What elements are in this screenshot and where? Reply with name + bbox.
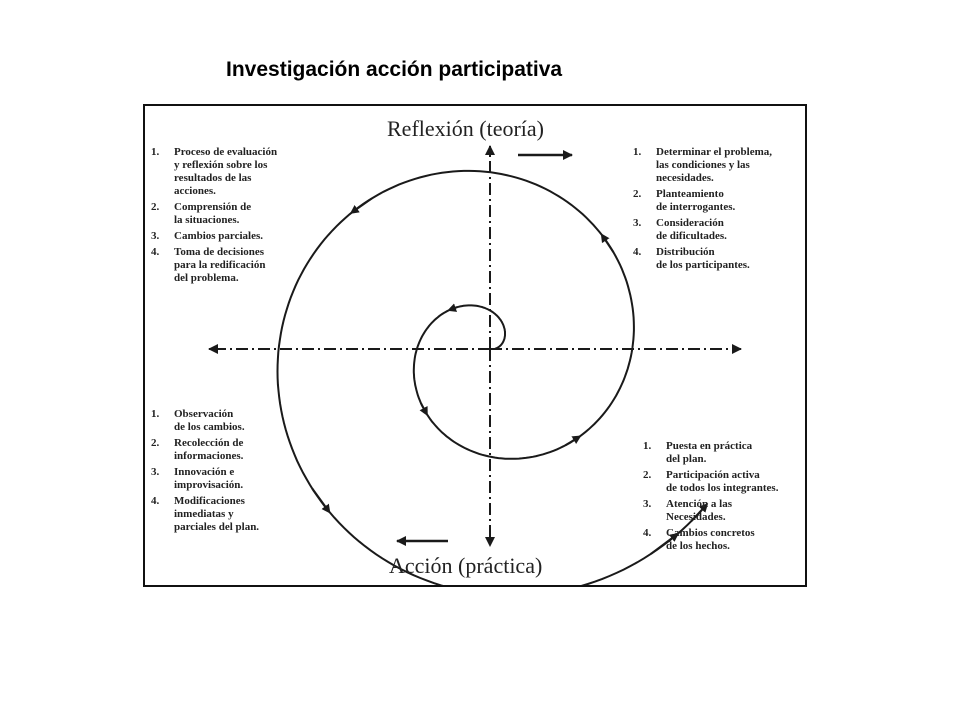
top-right-step-4: 4. Distribución de los participantes.: [633, 246, 808, 272]
step-number: 2.: [643, 469, 652, 481]
step-text: Atención a las Necesidades.: [666, 498, 732, 523]
spiral-arrowhead: [600, 233, 615, 253]
bottom-right-steps-list: 1. Puesta en práctica del plan. 2. Particip…: [643, 440, 808, 556]
step-text: Consideración de dificultades.: [656, 217, 727, 242]
spiral-arrowhead: [650, 532, 679, 555]
step-number: 2.: [151, 437, 160, 449]
step-number: 3.: [633, 217, 642, 229]
bottom-axis-label: Acción (práctica): [389, 553, 543, 578]
spiral-arrowhead: [564, 435, 582, 447]
step-number: 3.: [643, 498, 652, 510]
spiral-arrowhead: [311, 487, 331, 514]
step-text: Cambios concretos de los hechos.: [666, 527, 755, 552]
top-axis-label: Reflexión (teoría): [387, 116, 544, 141]
step-number: 4.: [151, 246, 160, 258]
step-number: 3.: [151, 230, 160, 242]
step-number: 4.: [643, 527, 652, 539]
step-number: 1.: [643, 440, 652, 452]
top-right-steps-list: 1. Determinar el problema, las condicione…: [633, 146, 808, 275]
step-text: Puesta en práctica del plan.: [666, 440, 753, 465]
step-number: 1.: [633, 146, 642, 158]
step-text: Observación de los cambios.: [174, 408, 245, 433]
bottom-right-step-4: 4. Cambios concretos de los hechos.: [643, 527, 808, 553]
bottom-right-step-1: 1. Puesta en práctica del plan.: [643, 440, 808, 466]
step-number: 4.: [633, 246, 642, 258]
spiral-line: [276, 169, 707, 585]
spiral-arrowhead: [349, 197, 373, 214]
step-number: 4.: [151, 495, 160, 507]
top-left-step-2: 2. Comprensión de la situaciones.: [151, 201, 321, 227]
diagram-frame: Reflexión (teoría) Acción (práctica) 1. P…: [143, 104, 807, 587]
page-title: Investigación acción participativa: [226, 58, 563, 81]
step-text: Planteamiento de interrogantes.: [656, 188, 736, 213]
step-text: Distribución de los participantes.: [656, 246, 750, 271]
bottom-left-step-4: 4. Modificaciones inmediatas y parciales …: [151, 495, 321, 534]
step-text: Cambios parciales.: [174, 230, 264, 242]
step-text: Recolección de informaciones.: [174, 437, 244, 462]
bottom-left-steps-list: 1. Observación de los cambios. 2. Recolecci…: [151, 408, 321, 537]
step-number: 2.: [633, 188, 642, 200]
step-number: 1.: [151, 146, 160, 158]
spiral-arrowhead: [419, 402, 428, 417]
top-right-step-3: 3. Consideración de dificultades.: [633, 217, 808, 243]
top-right-step-1: 1. Determinar el problema, las condicione…: [633, 146, 808, 185]
step-text: Proceso de evaluación y reflexión sobre …: [174, 146, 278, 197]
top-left-step-3: 3. Cambios parciales.: [151, 230, 321, 243]
step-number: 3.: [151, 466, 160, 478]
bottom-right-step-2: 2. Participación activa de todos los inte…: [643, 469, 808, 495]
step-text: Modificaciones inmediatas y parciales de…: [174, 495, 260, 533]
step-text: Toma de decisiones para la redificación …: [174, 246, 266, 284]
top-left-steps-list: 1. Proceso de evaluación y reflexión sobr…: [151, 146, 321, 288]
spiral-arrowhead: [447, 303, 458, 312]
bottom-left-step-1: 1. Observación de los cambios.: [151, 408, 321, 434]
top-right-step-2: 2. Planteamiento de interrogantes.: [633, 188, 808, 214]
top-left-step-1: 1. Proceso de evaluación y reflexión sobr…: [151, 146, 321, 198]
spiral-diagram: [208, 145, 742, 585]
step-text: Innovación e improvisación.: [174, 466, 244, 491]
step-text: Comprensión de la situaciones.: [174, 201, 252, 226]
step-number: 2.: [151, 201, 160, 213]
bottom-right-step-3: 3. Atención a las Necesidades.: [643, 498, 808, 524]
step-text: Participación activa de todos los integr…: [666, 469, 779, 494]
top-left-step-4: 4. Toma de decisiones para la redificació…: [151, 246, 321, 285]
step-number: 1.: [151, 408, 160, 420]
spiral-end-arrowhead: [690, 503, 709, 523]
bottom-left-step-3: 3. Innovación e improvisación.: [151, 466, 321, 492]
step-text: Determinar el problema, las condiciones …: [656, 146, 772, 184]
bottom-left-step-2: 2. Recolección de informaciones.: [151, 437, 321, 463]
